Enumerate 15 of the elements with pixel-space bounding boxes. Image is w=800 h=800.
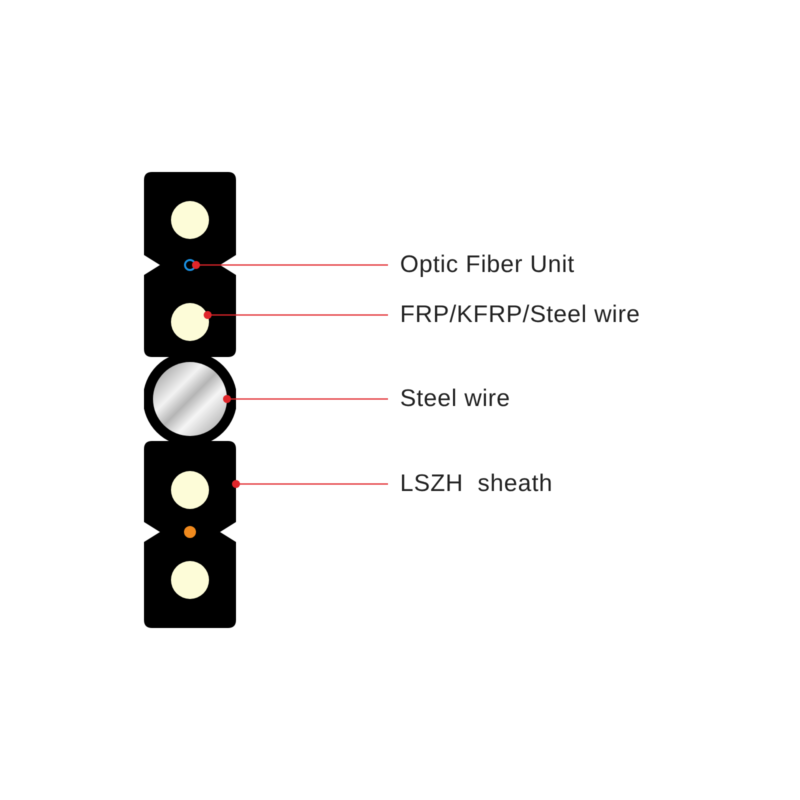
callout-label: FRP/KFRP/Steel wire: [388, 300, 640, 330]
strength-member-circle: [171, 303, 209, 341]
leader-line: [232, 480, 388, 488]
leader-line: [204, 311, 388, 319]
steel-wire-circle: [153, 362, 227, 436]
ripcord-circle: [184, 526, 196, 538]
fiber-circle: [171, 201, 209, 239]
cable-sheath: [144, 172, 236, 628]
fiber-circle: [171, 471, 209, 509]
callout-label: Optic Fiber Unit: [388, 250, 575, 280]
callout-label: LSZH sheath: [388, 469, 553, 499]
callout-label: Steel wire: [388, 384, 510, 414]
leader-line: [192, 261, 388, 269]
leader-line: [223, 395, 388, 403]
fiber-circle: [171, 561, 209, 599]
